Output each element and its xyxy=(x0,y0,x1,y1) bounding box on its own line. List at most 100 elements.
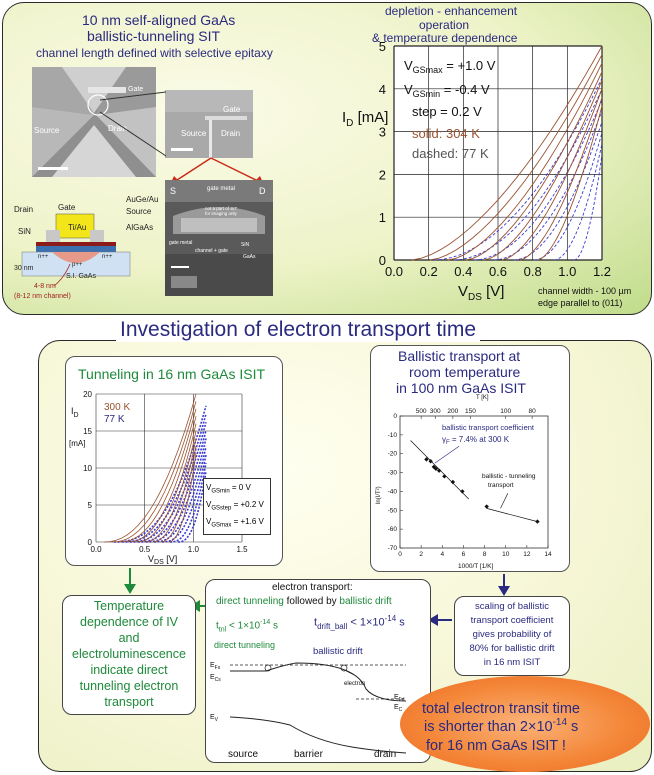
bal-data-point xyxy=(442,474,447,479)
bal-data-point xyxy=(436,468,442,473)
bal-toptick-label: 100 xyxy=(500,408,511,415)
depletion-line2: operation xyxy=(419,18,470,32)
main-ytick-label: 1 xyxy=(379,210,386,225)
bal-ytick-label: -40 xyxy=(388,488,398,495)
bal-data-point xyxy=(428,459,433,464)
cross-note2: for imaging only xyxy=(205,211,238,216)
main-xtick-label: 0.6 xyxy=(489,264,507,279)
bal-toptick-label: 300 xyxy=(430,408,441,415)
top-title-line1: 10 nm self-aligned GaAs xyxy=(82,12,236,28)
center-line2: direct tunneling followed by ballistic d… xyxy=(216,596,392,607)
bal-ytick-label: -10 xyxy=(388,432,398,439)
bal-ytick-label: -20 xyxy=(388,451,398,458)
main-xlabel: VDS [V] xyxy=(458,283,504,302)
main-xtick-label: 0.0 xyxy=(385,264,403,279)
cross-d-label: D xyxy=(259,186,266,196)
main-curve-77k xyxy=(453,88,603,261)
bal-xtick-label: 8 xyxy=(483,551,487,558)
bal-ytick-label: -60 xyxy=(388,526,398,533)
struct-algaas-label: AlGaAs xyxy=(126,223,153,232)
bal-ann1: ballistic transport coefficient xyxy=(442,423,535,432)
bal-xlabel: 1000/T [1/K] xyxy=(458,563,493,570)
source-label: source xyxy=(228,749,258,760)
bal-xtick-label: 2 xyxy=(419,551,423,558)
legend-dashed: dashed: 77 K xyxy=(412,146,489,161)
main-curve-77k xyxy=(573,154,603,261)
tun-ytick-label: 20 xyxy=(83,390,92,399)
main-xtick-label: 1.2 xyxy=(593,264,611,279)
cross-cg-label: channel + gate xyxy=(195,248,228,254)
bal-xtick-label: 6 xyxy=(462,551,466,558)
tun-xtick-label: 1.5 xyxy=(236,545,248,554)
tun-curve-300k xyxy=(151,438,197,543)
main-curve-77k xyxy=(553,143,603,261)
right-line: scaling of ballistic xyxy=(475,601,549,612)
bal-toptick-label: 500 xyxy=(416,408,427,415)
tun-ylabel: ID xyxy=(71,406,79,419)
bal-xtick-label: 10 xyxy=(502,551,510,558)
bal-data-point xyxy=(460,489,465,494)
cross-gaas-label: GaAs xyxy=(243,254,256,260)
left-line: electroluminescence xyxy=(72,647,186,661)
zoom-source-label: Source xyxy=(181,129,207,138)
band-diagram: EFs ECs electron EFd EC EV source barrie… xyxy=(210,662,407,760)
right-line: in 16 nm ISIT xyxy=(483,657,541,668)
bal-data-point xyxy=(433,466,439,471)
left-line: and xyxy=(118,631,140,645)
oval-line1: total electron transit time xyxy=(422,701,580,717)
ballistic-title1: Ballistic transport at xyxy=(398,348,521,364)
tun-curve-77k xyxy=(153,446,207,543)
tun-ytick-label: 5 xyxy=(88,501,93,510)
tun-curve-300k xyxy=(167,453,197,543)
cross-gate-metal-label: gate metal xyxy=(207,186,235,192)
legend-solid: solid: 304 K xyxy=(412,126,480,141)
ballistic-plot-area xyxy=(399,415,549,549)
ballistic-title2: room temperature xyxy=(409,364,521,380)
main-curve-304k xyxy=(447,62,603,261)
sem-image-zoom: Gate Source Drain xyxy=(165,90,253,158)
depletion-line1: depletion - enhancement xyxy=(385,4,518,18)
cross-sin-label: SiN xyxy=(241,242,249,248)
tun-curve-77k xyxy=(177,471,207,543)
main-ytick-label: 5 xyxy=(379,40,386,54)
tun-ytick-label: 0 xyxy=(88,538,93,547)
dt-label: direct tunneling xyxy=(214,640,276,650)
tun-leg3: VGSmax = +1.6 V xyxy=(206,517,264,529)
ev-label: EV xyxy=(210,714,219,723)
tun-leg2: VGSstep = +0.2 V xyxy=(206,500,264,512)
bal-xtick-label: 12 xyxy=(523,551,531,558)
electron-label: electron xyxy=(344,681,365,687)
struct-channel1: 4-8 nm xyxy=(34,283,56,290)
efd-label: EFd xyxy=(394,694,405,703)
right-conclusion-box xyxy=(454,596,570,676)
bd-label: ballistic drift xyxy=(313,646,363,657)
depletion-line3: & temperature dependence xyxy=(372,31,518,45)
ec-label: EC xyxy=(394,704,403,713)
right-line: gives probability of xyxy=(472,629,552,640)
bal-ytick-label: -30 xyxy=(388,470,398,477)
bal-ann-leader xyxy=(434,445,460,464)
struct-gate-label: Gate xyxy=(58,203,76,212)
main-ytick-label: 2 xyxy=(379,167,386,182)
main-xtick-label: 0.8 xyxy=(524,264,542,279)
main-curve-304k xyxy=(501,88,603,261)
ballistic-title3: in 100 nm GaAs ISIT xyxy=(396,380,526,396)
bal-toptick-label: 150 xyxy=(465,408,476,415)
tun-curve-77k xyxy=(145,438,207,543)
tun-ytick-label: 10 xyxy=(83,464,92,473)
tun-t300: 300 K xyxy=(104,402,130,413)
main-note1: channel width - 100 µm xyxy=(538,286,632,296)
struct-n-left: n++ xyxy=(38,254,49,260)
main-ytick-label: 0 xyxy=(379,253,386,268)
right-conclusion-text: scaling of ballistic transport coefficie… xyxy=(454,600,570,670)
left-conclusion-text: Temperature dependence of IV and electro… xyxy=(62,598,196,710)
efs-label: EFs xyxy=(210,662,221,671)
tun-curve-77k xyxy=(161,454,207,543)
bal-xtick-label: 14 xyxy=(544,551,552,558)
right-line: 80% for ballistic drift xyxy=(469,643,555,654)
tun-yunit: [mA] xyxy=(69,439,85,448)
bal-xtick-label: 4 xyxy=(440,551,444,558)
main-curve-77k xyxy=(433,77,603,261)
sem-gate-label: Gate xyxy=(128,86,143,93)
